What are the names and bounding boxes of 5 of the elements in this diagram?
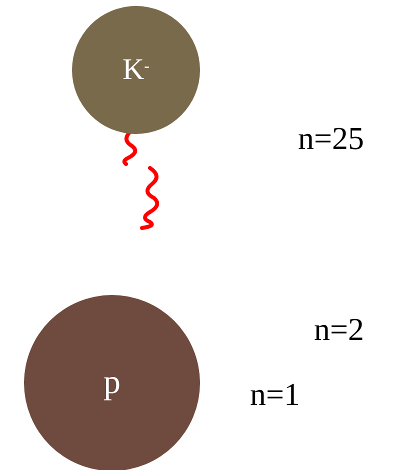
energy-level-label: n=1 <box>250 378 300 410</box>
energy-level-label: n=2 <box>314 313 364 345</box>
particle-label: p <box>104 366 120 400</box>
energy-level-label: n=25 <box>298 122 364 154</box>
particle-label: K$^{-}$ <box>122 55 150 85</box>
